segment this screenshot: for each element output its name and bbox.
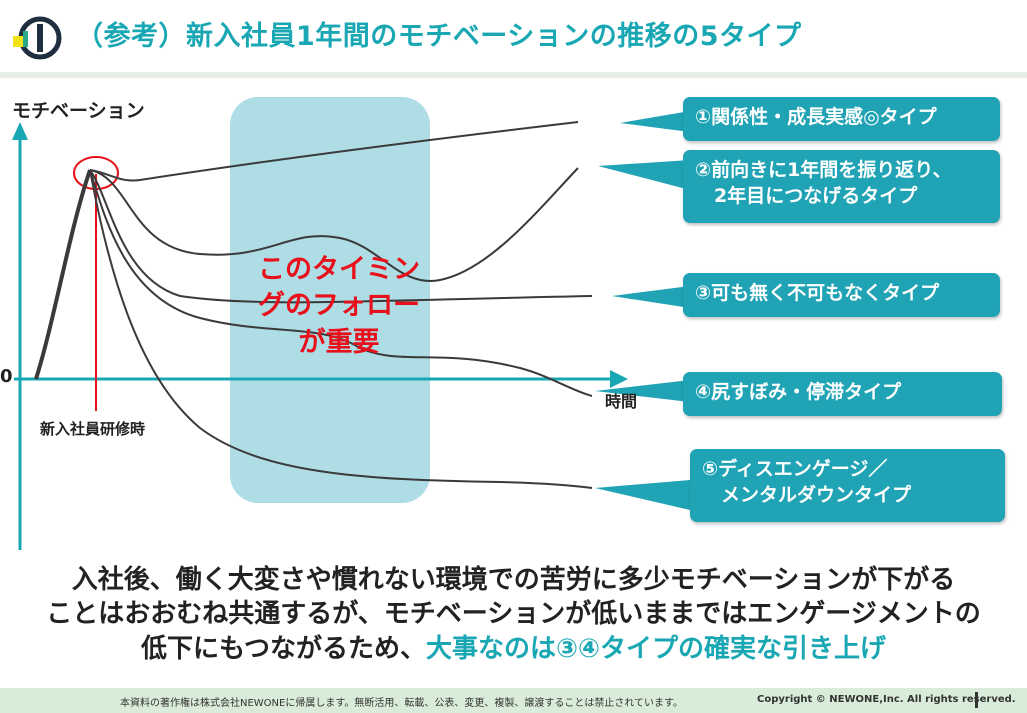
y-axis-arrow (12, 122, 28, 140)
y-axis-label: モチベーション (12, 100, 145, 122)
initial-rise-curve (34, 169, 92, 380)
header: （参考）新入社員1年間のモチベーションの推移の5タイプ (0, 0, 1027, 78)
timing-note-line-3: が重要 (298, 326, 380, 358)
summary-line-1: 入社後、働く大変さや慣れない環境での苦労に多少モチベーションが下がる (71, 565, 956, 595)
callout-5-pointer (595, 480, 690, 510)
type-1-curve (89, 121, 579, 182)
page-title: （参考）新入社員1年間のモチベーションの推移の5タイプ (76, 21, 802, 52)
footer: 本資料の著作権は株式会社NEWONEに帰属します。無断活用、転載、公表、変更、複… (0, 688, 1027, 713)
newone-logo-icon (13, 16, 62, 60)
callout-type-5-line-2: メンタルダウンタイプ (702, 483, 912, 506)
timing-note-line-1: このタイミン (258, 254, 420, 285)
callout-type-3-line-1: ③可も無く不可もなくタイプ (695, 282, 940, 304)
header-divider (0, 72, 1027, 78)
summary-line-3-prefix: 低下にもつながるため、 (141, 633, 426, 664)
follow-up-timing-zone (230, 97, 430, 503)
callout-type-3: ③可も無く不可もなくタイプ (683, 273, 1000, 317)
training-label: 新入社員研修時 (40, 420, 146, 438)
callout-type-5-line-1: ⑤ディスエンゲージ／ (702, 458, 888, 480)
timing-note: このタイミン グのフォロー が重要 (244, 252, 434, 361)
callout-type-2: ②前向きに1年間を振り返り、 2年目につなげるタイプ (683, 150, 1000, 223)
callout-4-pointer (595, 380, 690, 402)
type-3-curve (89, 169, 593, 304)
type-4-curve (89, 169, 593, 397)
callout-type-1: ①関係性・成長実感◎タイプ (683, 97, 1000, 141)
type-2-curve (89, 167, 579, 283)
callout-type-5: ⑤ディスエンゲージ／ メンタルダウンタイプ (690, 449, 1005, 522)
callout-3-pointer (612, 286, 690, 308)
callout-type-2-line-1: ②前向きに1年間を振り返り、 (695, 159, 952, 181)
summary-text: 入社後、働く大変さや慣れない環境での苦労に多少モチベーションが下がる ことはおお… (0, 563, 1027, 666)
summary-line-3: 低下にもつながるため、大事なのは③④タイプの確実な引き上げ (0, 632, 1027, 666)
footer-bar (975, 692, 978, 708)
copyright-notice: 本資料の著作権は株式会社NEWONEに帰属します。無断活用、転載、公表、変更、複… (120, 698, 684, 709)
callout-type-1-line-1: ①関係性・成長実感◎タイプ (695, 106, 937, 128)
summary-line-2: ことはおおむね共通するが、モチベーションが低いままではエンゲージメントの (46, 599, 981, 630)
callout-2-pointer (598, 160, 690, 190)
zero-label: 0 (0, 366, 13, 387)
motivation-diagram (12, 97, 690, 550)
copyright-mark: Copyright © NEWONE,Inc. All rights reser… (757, 694, 1016, 705)
timing-note-line-2: グのフォロー (258, 290, 420, 322)
x-axis-arrow (610, 370, 628, 388)
callout-1-pointer (620, 111, 690, 132)
type-5-curve (89, 169, 593, 489)
summary-highlight: 大事なのは③④タイプの確実な引き上げ (425, 633, 886, 664)
callout-type-2-line-2: 2年目につなげるタイプ (695, 184, 918, 207)
callout-type-4: ④尻すぼみ・停滞タイプ (683, 372, 1002, 416)
x-axis-label: 時間 (605, 392, 638, 411)
callout-type-4-line-1: ④尻すぼみ・停滞タイプ (695, 381, 902, 403)
